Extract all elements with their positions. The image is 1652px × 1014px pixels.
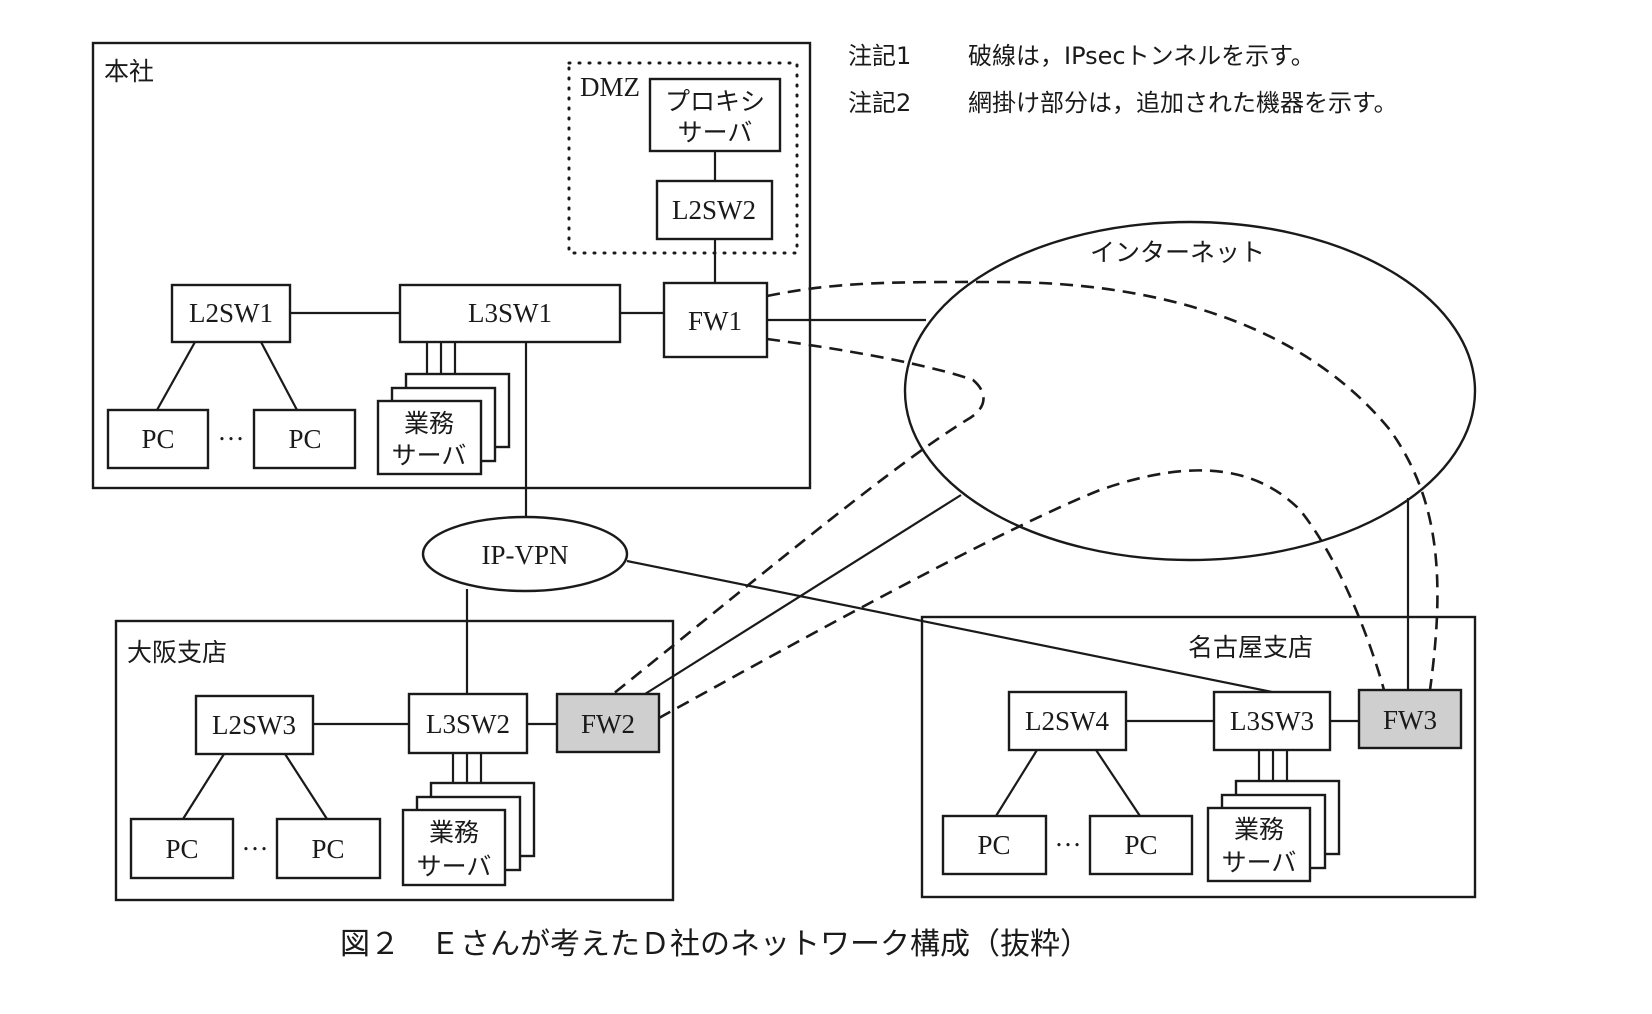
link-l2sw4-pc2	[1095, 749, 1141, 817]
server-label-2: サーバ	[1222, 848, 1297, 877]
server-label-2: サーバ	[392, 441, 467, 470]
fw3: FW3	[1357, 688, 1463, 750]
proxy-label-1: プロキシ	[665, 87, 765, 116]
l3sw1: L3SW1	[398, 283, 622, 344]
l3sw3: L3SW3	[1212, 690, 1332, 752]
proxy-server: プロキシ サーバ	[648, 77, 782, 153]
server-label-1: 業務	[1234, 815, 1284, 844]
hq-pc-ellipsis: …	[218, 416, 245, 446]
l2sw2: L2SW2	[655, 179, 774, 241]
note-2-label: 注記2	[848, 89, 911, 117]
server-label-1: 業務	[429, 818, 479, 847]
fw2-label: FW2	[581, 709, 635, 739]
pc-label: PC	[165, 834, 198, 864]
fw1-label: FW1	[688, 306, 742, 336]
nagoya-region	[920, 615, 1477, 899]
link-l2sw1-pc1	[156, 341, 196, 411]
proxy-label-2: サーバ	[678, 118, 753, 147]
pc-label: PC	[977, 830, 1010, 860]
internet-label: インターネット	[1090, 238, 1265, 267]
l2sw1: L2SW1	[170, 283, 292, 344]
nagoya-label: 名古屋支店	[1188, 633, 1313, 662]
link-l2sw3-pc1	[182, 753, 225, 820]
tunnel-fw1-fw3	[766, 280, 1439, 691]
pc-label: PC	[1124, 830, 1157, 860]
hq-pc-1: PC	[106, 408, 210, 470]
pc-label: PC	[141, 424, 174, 454]
tunnel-fw2-fw3	[658, 469, 1386, 720]
nagoya-pc-2: PC	[1088, 814, 1194, 876]
l2sw3-label: L2SW3	[212, 710, 296, 740]
ipsec-tunnels	[612, 280, 1439, 720]
notes: 注記1 破線は，IPsecトンネルを示す。 注記2 網掛け部分は，追加された機器…	[848, 42, 1398, 117]
nagoya-business-servers: 業務 サーバ	[1206, 779, 1341, 883]
l2sw3: L2SW3	[194, 694, 315, 756]
link-fw2-internet	[644, 494, 962, 695]
nagoya-pc-ellipsis: …	[1055, 822, 1082, 852]
l2sw4: L2SW4	[1007, 690, 1128, 752]
server-label-2: サーバ	[417, 852, 492, 881]
pc-label: PC	[311, 834, 344, 864]
figure-caption: 図２ Ｅさんが考えたＤ社のネットワーク構成（抜粋）	[340, 927, 1090, 962]
osaka-pc-1: PC	[129, 817, 235, 880]
tunnel-fw1-fw2	[612, 337, 985, 696]
osaka-region	[114, 619, 675, 902]
osaka-label: 大阪支店	[127, 638, 227, 667]
l2sw1-label: L2SW1	[189, 298, 273, 328]
osaka-pc-2: PC	[275, 817, 382, 880]
l3sw2-label: L3SW2	[426, 709, 510, 739]
ipvpn-cloud	[421, 515, 629, 593]
link-l2sw4-pc1	[995, 749, 1038, 817]
hq-label: 本社	[104, 57, 154, 86]
server-label-1: 業務	[404, 409, 454, 438]
osaka-business-servers: 業務 サーバ	[401, 781, 536, 887]
note-1-text: 破線は，IPsecトンネルを示す。	[968, 42, 1315, 70]
fw3-label: FW3	[1383, 705, 1437, 735]
dmz-label: DMZ	[580, 72, 640, 102]
dmz-region	[567, 61, 799, 255]
l2sw2-label: L2SW2	[672, 195, 756, 225]
link-ipvpn-l3sw3	[626, 559, 1273, 694]
link-l2sw1-pc2	[260, 341, 298, 411]
fw1: FW1	[662, 281, 769, 359]
fw2: FW2	[555, 692, 661, 754]
hq-pc-2: PC	[252, 408, 357, 470]
nagoya-pc-1: PC	[941, 814, 1048, 876]
note-2-text: 網掛け部分は，追加された機器を示す。	[968, 89, 1398, 117]
internet-cloud	[903, 220, 1477, 562]
hq-business-servers: 業務 サーバ	[376, 372, 511, 476]
link-l2sw3-pc2	[284, 753, 328, 820]
l3sw1-label: L3SW1	[468, 298, 552, 328]
hq-region	[91, 41, 812, 490]
l2sw4-label: L2SW4	[1025, 706, 1109, 736]
pc-label: PC	[288, 424, 321, 454]
osaka-pc-ellipsis: …	[242, 826, 269, 856]
l3sw2: L3SW2	[407, 692, 529, 755]
l3sw3-label: L3SW3	[1230, 706, 1314, 736]
ipvpn-label: IP-VPN	[481, 540, 568, 570]
note-1-label: 注記1	[848, 42, 911, 70]
